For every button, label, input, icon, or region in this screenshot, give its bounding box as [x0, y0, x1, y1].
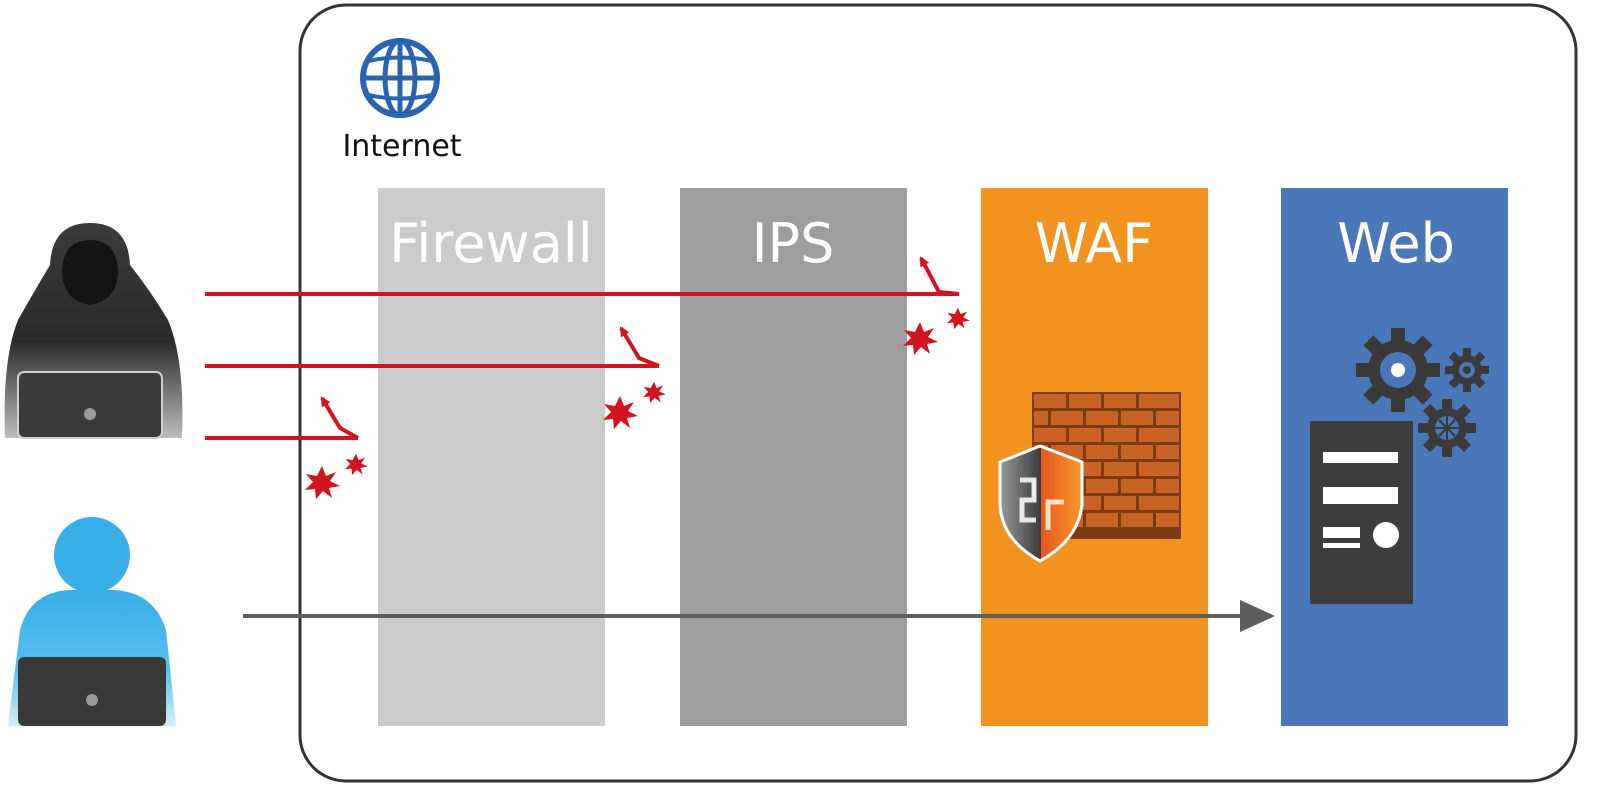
- gear-icon: [1445, 348, 1489, 392]
- server-icon: [1310, 421, 1413, 604]
- internet-boundary: [298, 3, 1578, 783]
- user-icon: [8, 517, 176, 726]
- attack-path-2: [205, 326, 660, 368]
- firewall-column: [378, 188, 605, 726]
- ips-label: IPS: [752, 212, 835, 275]
- attack-path-3: [205, 396, 359, 440]
- firewall-label: Firewall: [389, 212, 593, 275]
- gear-icon: [1356, 328, 1440, 412]
- ips-column: [680, 188, 907, 726]
- attacker-icon: [4, 223, 183, 439]
- globe-icon: [360, 38, 440, 118]
- explosion-icon: [903, 307, 970, 355]
- legitimate-traffic-arrow: [243, 600, 1275, 632]
- gear-icon: [1418, 399, 1476, 457]
- attack-path-1: [205, 256, 960, 296]
- explosion-icon: [305, 453, 368, 499]
- waf-label: WAF: [1035, 212, 1153, 275]
- shield-icon: [998, 444, 1084, 563]
- internet-label: Internet: [342, 129, 461, 164]
- explosion-icon: [603, 381, 666, 429]
- web-label: Web: [1337, 212, 1455, 275]
